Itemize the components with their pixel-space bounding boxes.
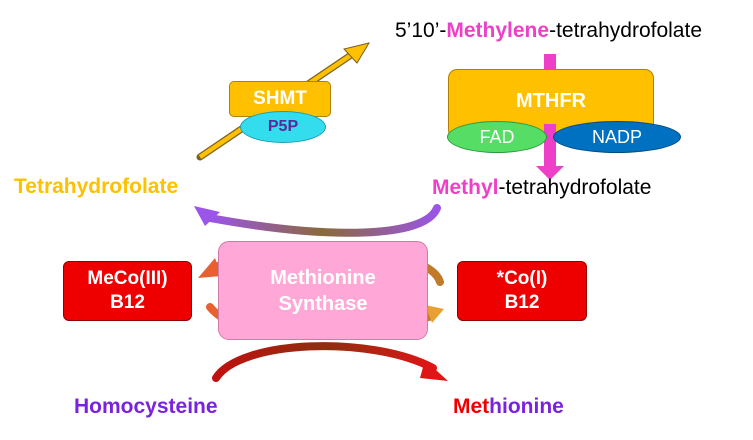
methionine-synthase-box: Methionine Synthase bbox=[218, 241, 428, 340]
p5p-cofactor: P5P bbox=[240, 111, 326, 143]
p5p-label: P5P bbox=[267, 118, 299, 135]
meco-b12-box: MeCo(III) B12 bbox=[63, 261, 192, 321]
methyl-highlight: Methyl bbox=[432, 176, 499, 199]
meco-b12-line1: MeCo(III) bbox=[87, 268, 168, 289]
methionine-highlight: Met bbox=[453, 395, 490, 418]
methionine-suffix: hionine bbox=[489, 395, 564, 418]
homocysteine-label: Homocysteine bbox=[74, 395, 218, 418]
methyl-transfer-arc bbox=[194, 204, 441, 237]
synthase-line1: Methionine bbox=[270, 266, 376, 289]
meco-b12-line2: B12 bbox=[110, 292, 145, 313]
methionine-label: Methionine bbox=[453, 395, 564, 419]
methylene-highlight: Methylene bbox=[446, 19, 550, 42]
coi-b12-box: *Co(I) B12 bbox=[457, 261, 587, 321]
methyl-thf-suffix: -tetrahydrofolate bbox=[498, 176, 652, 199]
nadp-cofactor: NADP bbox=[553, 121, 681, 153]
shmt-label: SHMT bbox=[253, 88, 307, 109]
thf-label: Tetrahydrofolate bbox=[14, 175, 179, 198]
mthfr-label: MTHFR bbox=[516, 90, 586, 112]
methylene-thf-prefix: 5’10’- bbox=[395, 19, 447, 42]
methylene-thf-label: 5’10’-Methylene-tetrahydrofolate bbox=[395, 19, 702, 43]
fad-label: FAD bbox=[479, 126, 515, 147]
coi-b12-line2: B12 bbox=[504, 292, 540, 313]
coi-b12-line1: *Co(I) bbox=[496, 268, 548, 289]
fad-cofactor: FAD bbox=[447, 121, 547, 153]
methylene-thf-suffix: -tetrahydrofolate bbox=[549, 19, 702, 42]
homocysteine-to-methionine-arc bbox=[212, 342, 448, 382]
synthase-line2: Synthase bbox=[278, 292, 368, 315]
methyl-thf-label: Methyl-tetrahydrofolate bbox=[432, 176, 651, 200]
nadp-label: NADP bbox=[591, 126, 642, 147]
